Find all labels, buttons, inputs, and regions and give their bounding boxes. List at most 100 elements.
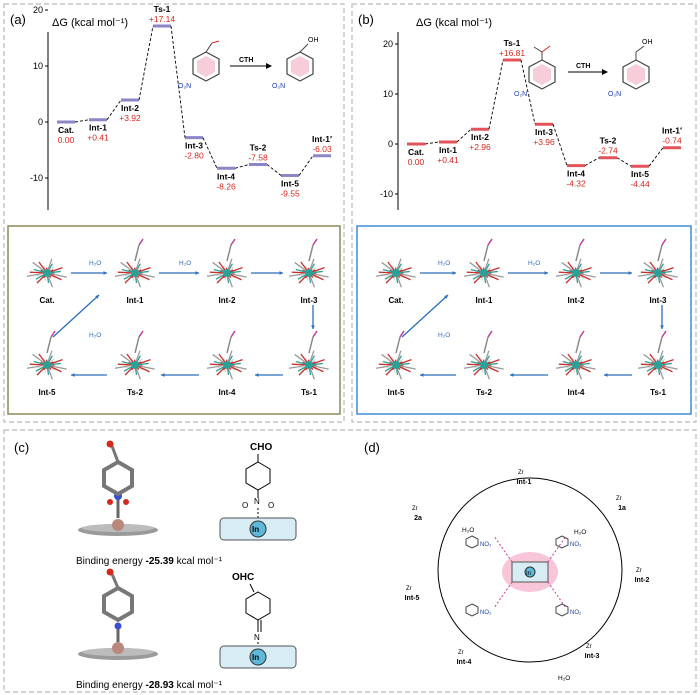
panel_a-connector-7 <box>298 155 314 176</box>
panel_a-level-name-1: Int-1 <box>89 123 107 133</box>
cth-label-a: CTH <box>239 57 253 64</box>
metal-label-bottom: In <box>252 653 259 662</box>
panel_b-level-value-5: -4.32 <box>566 179 586 189</box>
d-ring-3 <box>555 603 569 617</box>
binding-structure-top: CHO N O O In <box>219 442 297 541</box>
binding-energy-bottom: Binding energy -28.93 kcal mol⁻¹ <box>76 680 223 691</box>
panel_a-level-value-1: +0.41 <box>87 133 109 143</box>
panel_b-h2o-0: H₂O <box>438 260 450 267</box>
svg-text:O₂N: O₂N <box>178 83 191 90</box>
svg-text:OH: OH <box>308 37 319 44</box>
panel_a-level-name-4: Int-3 <box>185 141 203 151</box>
panel-b-levels: Cat.0.00Int-1+0.41Int-2+2.96Ts-1+16.81In… <box>407 38 682 189</box>
cth-label-b: CTH <box>576 63 590 70</box>
nitrobenzaldehyde-structure: O₂N <box>178 40 220 90</box>
panel_a-mech-label-top-0: Cat. <box>39 296 54 305</box>
metal-label-d: In <box>526 571 531 577</box>
panel_a-level-value-0: 0.00 <box>58 135 75 145</box>
panel-d-label: (d) <box>364 440 380 455</box>
panel_a-h2o-0: H₂O <box>89 260 101 267</box>
panel_b-level-value-0: 0.00 <box>408 157 425 167</box>
panel_b-mech-bot-3 <box>637 330 678 380</box>
d-no2-1: NO₂ <box>570 542 582 548</box>
zr-Int-2: Zr <box>636 568 642 574</box>
svg-text:OH: OH <box>642 39 653 46</box>
panel_a-mech-label-top-2: Int-2 <box>219 296 236 305</box>
panel_a-level-name-3: Ts-1 <box>154 4 171 14</box>
nitrophenylethanol-structure: OH O₂N <box>608 39 653 98</box>
svg-text:N: N <box>254 497 260 506</box>
panel_b-connector-3 <box>520 59 536 125</box>
panel_a-tick-label-3: -10 <box>30 173 43 183</box>
panel_b-mech-top-2 <box>555 238 596 288</box>
panel_a-mech-bot-1 <box>114 330 155 380</box>
panel_a-level-value-3: +17.14 <box>149 14 176 24</box>
panel_a-mech-top-3 <box>288 238 329 288</box>
cho-label: CHO <box>250 442 272 453</box>
ohc-label: OHC <box>232 572 254 583</box>
zr-Int-1: Zr <box>518 470 524 476</box>
panel_a-tick-label-2: 0 <box>38 117 43 127</box>
panel_a-mech-label-bot-3: Ts-1 <box>301 388 317 397</box>
panel_b-level-value-3: +16.81 <box>499 48 526 58</box>
panel_b-level-name-3: Ts-1 <box>504 38 521 48</box>
panel_b-mech-label-top-3: Int-3 <box>650 296 667 305</box>
panel_b-mech-bot-0 <box>375 330 416 380</box>
panel_a-connector-2 <box>138 25 154 101</box>
panel_a-mech-bot-2 <box>206 330 247 380</box>
panel_b-mech-top-0 <box>375 258 416 288</box>
d-no2-0: NO₂ <box>480 542 492 548</box>
panel_b-connector-1 <box>456 128 472 143</box>
panel-a-label: (a) <box>10 12 26 27</box>
panel_b-level-value-1: +0.41 <box>437 155 459 165</box>
binding-model-3d-bottom <box>78 568 158 660</box>
panel_b-connector-2 <box>488 59 504 130</box>
panel-a-axis-title: ΔG (kcal mol⁻¹) <box>52 17 128 29</box>
d-h2o-1: H₂O <box>574 529 586 536</box>
panel_b-level-name-1: Int-1 <box>439 145 457 155</box>
panel_a-mech-bot-0 <box>26 330 67 380</box>
binding-structure-bottom: OHC N In <box>219 572 297 669</box>
panel-c-label: (c) <box>14 440 29 455</box>
nitroacetophenone-structure: O₂N <box>514 45 556 98</box>
binding-energy-top: Binding energy -25.39 kcal mol⁻¹ <box>76 556 223 567</box>
d-h2o-0: H₂O <box>462 527 474 534</box>
panel_a-level-name-5: Int-4 <box>217 171 235 181</box>
metal-label-top: In <box>252 525 259 534</box>
in-porphyrin-center: In <box>493 535 567 609</box>
panel_a-level-value-8: -6.03 <box>312 144 332 154</box>
panel-a-reaction-scheme: O₂N CTH OH O₂N <box>178 37 319 90</box>
panel_b-mech-top-1 <box>463 238 504 288</box>
panel_b-tick-label-3: -10 <box>380 189 393 199</box>
panel_b-tick-label-0: 20 <box>383 39 393 49</box>
species-Int-4: Int-4 <box>457 659 472 666</box>
species-Int-3: Int-3 <box>585 653 600 660</box>
zr-Int-5: Zr <box>406 586 412 592</box>
panel-a-levels: Cat.0.00Int-1+0.41Int-2+3.92Ts-1+17.14In… <box>57 4 332 198</box>
panel_b-connector-4 <box>552 124 568 166</box>
panel-cd-frame <box>3 429 697 693</box>
panel_b-level-value-2: +2.96 <box>469 142 491 152</box>
panel_b-level-name-5: Int-4 <box>567 169 585 179</box>
panel_a-level-value-7: -9.55 <box>280 188 300 198</box>
panel_a-mech-top-0 <box>26 258 67 288</box>
panel_a-mech-label-bot-1: Ts-2 <box>127 388 143 397</box>
panel_b-h2o-2: H₂O <box>438 332 450 339</box>
panel_a-level-name-6: Ts-2 <box>250 142 267 152</box>
mech-a-box <box>7 225 341 415</box>
panel_a-tick-label-0: 20 <box>33 5 43 15</box>
zr-Int-4: Zr <box>458 650 464 656</box>
panel_b-tick-label-1: 10 <box>383 89 393 99</box>
panel_b-level-value-7: -4.44 <box>630 179 650 189</box>
svg-text:O₂N: O₂N <box>514 91 527 98</box>
zr-Int-3: Zr <box>586 644 592 650</box>
svg-text:O₂N: O₂N <box>608 91 621 98</box>
panel_a-arrow-8 <box>52 294 100 338</box>
species-Int-2: Int-2 <box>635 577 650 584</box>
species-Int-5: Int-5 <box>405 595 420 602</box>
